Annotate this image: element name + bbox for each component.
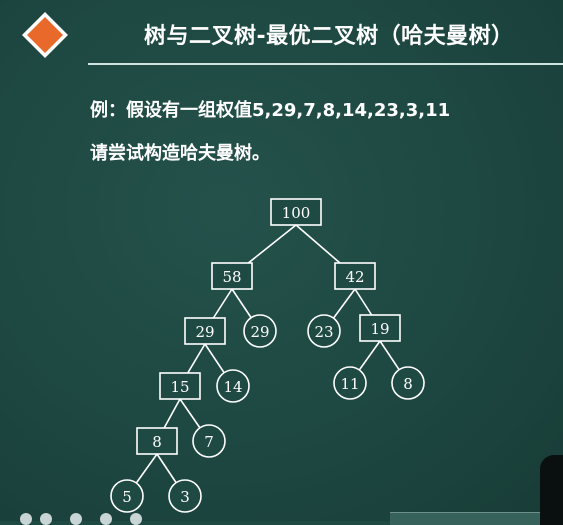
leaf-node: 11	[333, 366, 367, 400]
example-text: 例：假设有一组权值5,29,7,8,14,23,3,11	[90, 100, 451, 121]
node-box	[270, 198, 322, 226]
node-label: 14	[223, 378, 242, 396]
node-circle	[192, 424, 226, 458]
diamond-logo-icon	[22, 12, 68, 58]
node-box	[211, 262, 253, 290]
title-underline	[88, 63, 563, 65]
internal-node: 15	[159, 372, 201, 400]
node-label: 100	[282, 204, 311, 222]
node-label: 7	[204, 433, 214, 451]
node-label: 5	[122, 488, 132, 506]
internal-node: 58	[211, 262, 253, 290]
node-circle	[307, 314, 341, 348]
node-label: 15	[170, 378, 189, 396]
node-label: 11	[340, 375, 359, 393]
node-circle	[216, 369, 250, 403]
leaf-node: 14	[216, 369, 250, 403]
node-label: 29	[250, 323, 269, 341]
node-label: 8	[152, 433, 162, 451]
player-control-icon[interactable]	[100, 513, 112, 525]
leaf-node: 3	[168, 479, 202, 513]
node-circle	[333, 366, 367, 400]
internal-node: 8	[136, 427, 178, 455]
leaf-node: 7	[192, 424, 226, 458]
node-label: 3	[180, 488, 190, 506]
node-box	[184, 317, 226, 345]
internal-node: 42	[334, 262, 376, 290]
node-box	[159, 372, 201, 400]
node-box	[359, 314, 401, 342]
player-toolbar[interactable]	[390, 512, 540, 525]
node-label: 29	[195, 323, 214, 341]
leaf-node: 23	[307, 314, 341, 348]
node-box	[136, 427, 178, 455]
node-label: 58	[222, 268, 241, 286]
node-circle	[243, 314, 277, 348]
node-circle	[391, 366, 425, 400]
node-circle	[110, 479, 144, 513]
player-control-icon[interactable]	[130, 513, 142, 525]
node-label: 42	[345, 268, 364, 286]
leaf-node: 8	[391, 366, 425, 400]
node-box	[334, 262, 376, 290]
node-label: 19	[370, 320, 389, 338]
leaf-node: 5	[110, 479, 144, 513]
leaf-node: 29	[243, 314, 277, 348]
node-label: 8	[403, 375, 413, 393]
slide-title: 树与二叉树-最优二叉树（哈夫曼树）	[144, 24, 514, 49]
player-control-icon[interactable]	[40, 513, 52, 525]
presenter-silhouette	[540, 455, 563, 525]
player-control-icon[interactable]	[70, 513, 82, 525]
internal-node: 100	[270, 198, 322, 226]
instruction-text: 请尝试构造哈夫曼树。	[90, 143, 270, 164]
internal-node: 29	[184, 317, 226, 345]
internal-node: 19	[359, 314, 401, 342]
player-control-icon[interactable]	[20, 513, 32, 525]
node-circle	[168, 479, 202, 513]
node-label: 23	[314, 323, 333, 341]
